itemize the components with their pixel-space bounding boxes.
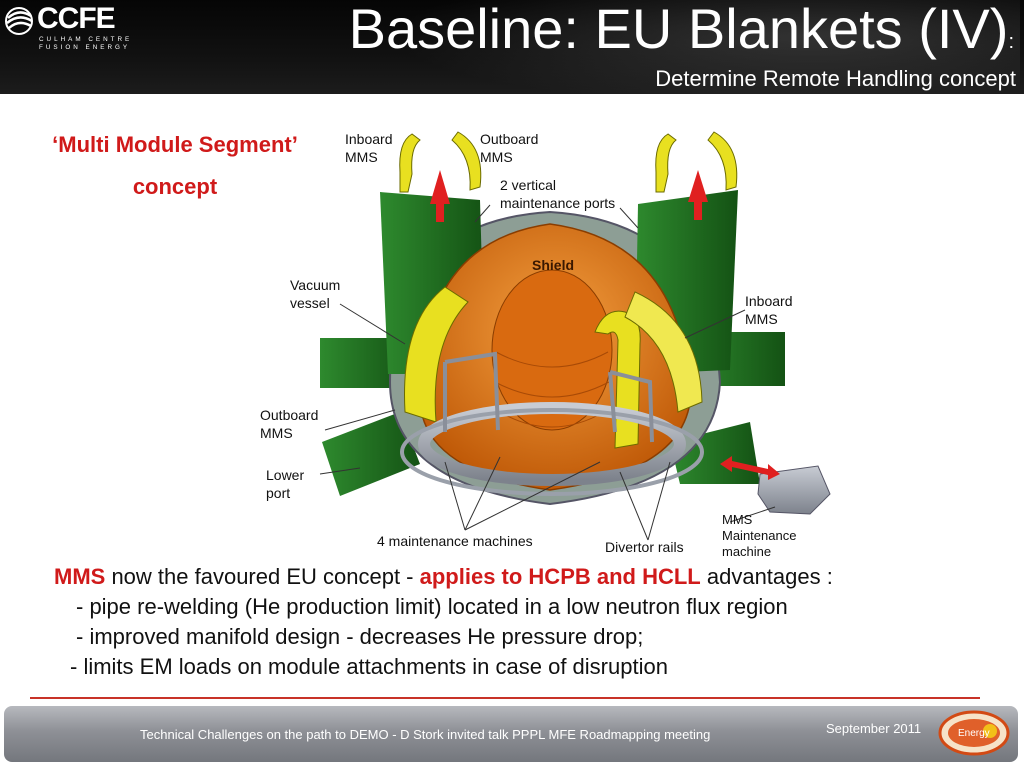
label-maintenance-machines: 4 maintenance machines (377, 533, 533, 549)
label-shield: Shield (532, 257, 575, 273)
maintenance-machine-1 (443, 351, 500, 432)
concept-line-1: ‘Multi Module Segment’ (52, 132, 298, 157)
footer-date: September 2011 (826, 721, 922, 736)
arrow-right-up (688, 170, 708, 220)
concept-line-2: concept (132, 174, 218, 199)
footer-bar: Technical Challenges on the path to DEMO… (4, 706, 1018, 762)
arrow-left-up (430, 170, 450, 222)
maintenance-machine-2 (608, 370, 654, 443)
mms-inboard-top-right (655, 133, 677, 193)
bullet-line-4: - limits EM loads on module attachments … (70, 654, 668, 679)
bullet-line-1: MMS now the favoured EU concept - applie… (54, 564, 833, 589)
blanket-left (404, 286, 469, 423)
bullet-line-3: - improved manifold design - decreases H… (76, 624, 644, 649)
inner-column (491, 269, 613, 431)
ccfe-logo: CCFE CULHAM CENTRE FUSION ENERGY (4, 2, 144, 54)
bullet-line-2: - pipe re-welding (He production limit) … (76, 594, 788, 619)
leader-lines (319, 204, 776, 541)
header-glow (320, 0, 1020, 94)
header-bar: CCFE CULHAM CENTRE FUSION ENERGY Baselin… (0, 0, 1024, 94)
mms-machine (757, 465, 831, 515)
arrow-horizontal (720, 456, 780, 480)
mms-inboard-top-left (399, 133, 421, 193)
port-left-lower (322, 412, 420, 496)
tokamak-illustration (319, 131, 831, 541)
divertor-rail (400, 408, 704, 496)
divider-line (30, 697, 980, 699)
label-divertor-rails: Divertor rails (605, 539, 684, 555)
shield-ribs (494, 351, 610, 428)
concept-heading: ‘Multi Module Segment’ concept (10, 124, 340, 208)
mms-outboard-top-right (707, 131, 738, 191)
energy-logo-icon: Energy (938, 710, 1010, 756)
slide-title: Baseline: EU Blankets (IV): (348, 0, 1014, 60)
slide-subtitle: Determine Remote Handling concept (655, 66, 1016, 91)
energy-logo-text: Energy (958, 728, 990, 739)
blanket-right-outboard (624, 291, 703, 413)
footer-text: Technical Challenges on the path to DEMO… (140, 727, 711, 742)
mms-outboard-top-left (451, 131, 482, 191)
logo-subtitle: CULHAM CENTRE FUSION ENERGY (39, 36, 133, 51)
logo-text: CCFE (37, 2, 116, 35)
ccfe-swirl-icon (5, 7, 33, 35)
